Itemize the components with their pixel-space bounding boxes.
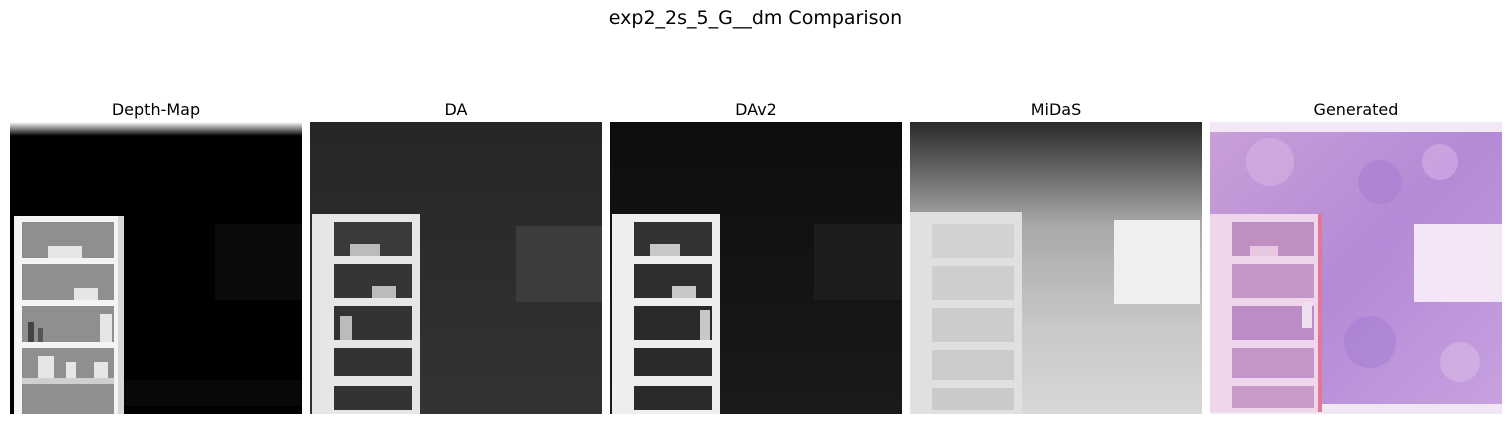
panel-title: Generated [1313,100,1399,119]
panel-da: DA [310,96,602,416]
panel-title: MiDaS [1030,100,1082,119]
panel-title: DAv2 [735,100,777,119]
depth-map-image [10,122,302,414]
figure-title: exp2_2s_5_G__dm Comparison [608,7,903,29]
panel-dav2: DAv2 [610,96,902,416]
panel-midas: MiDaS [910,96,1202,416]
da-depth-image [310,122,602,414]
generated-image [1210,122,1502,414]
panel-generated: Generated [1210,96,1502,416]
midas-depth-image [910,122,1202,414]
panel-depth-map: Depth-Map [10,96,302,416]
panel-title: DA [444,100,468,119]
dav2-depth-image [610,122,902,414]
panel-title: Depth-Map [111,100,201,119]
